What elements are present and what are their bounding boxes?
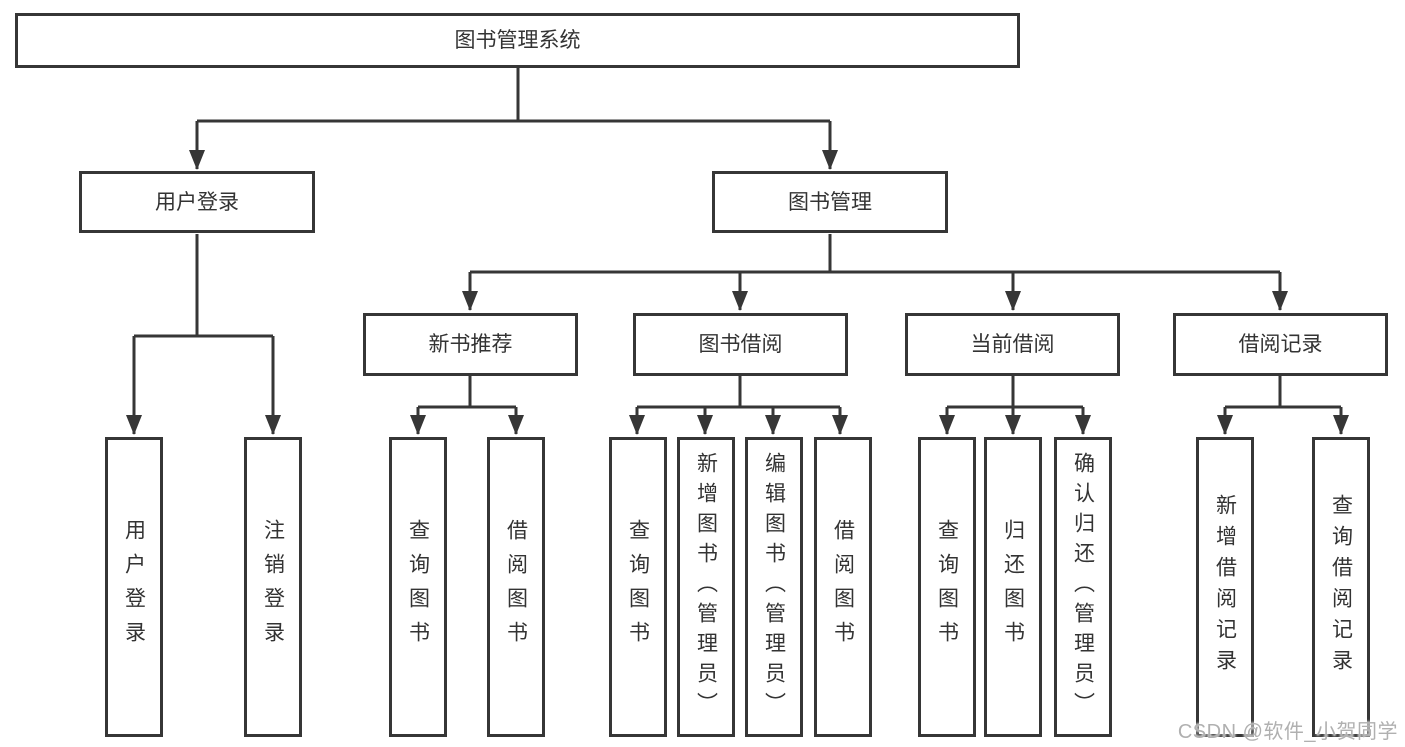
trunk-user-login xyxy=(134,234,273,338)
leaf-cb-confirm-return-admin: 确认归还（管理员） xyxy=(1054,437,1112,737)
node-user-login: 用户登录 xyxy=(79,171,315,233)
node-book-borrow: 图书借阅 xyxy=(633,313,848,376)
node-new-book-recommend: 新书推荐 xyxy=(363,313,578,376)
leaf-logout: 注销登录 xyxy=(244,437,302,737)
node-book-management: 图书管理 xyxy=(712,171,948,233)
trunk-current-borrow xyxy=(947,376,1083,409)
leaf-bb-edit-book-admin: 编辑图书（管理员） xyxy=(745,437,803,737)
leaf-bb-query-books: 查询图书 xyxy=(609,437,667,737)
node-borrow-records: 借阅记录 xyxy=(1173,313,1388,376)
leaf-nb-borrow-books: 借阅图书 xyxy=(487,437,545,737)
leaf-cb-query-books: 查询图书 xyxy=(918,437,976,737)
leaf-br-add-record: 新增借阅记录 xyxy=(1196,437,1254,737)
trunk-new-book xyxy=(418,376,516,409)
leaf-cb-return-book: 归还图书 xyxy=(984,437,1042,737)
leaf-bb-borrow-books: 借阅图书 xyxy=(814,437,872,737)
node-current-borrow: 当前借阅 xyxy=(905,313,1120,376)
trunk-root xyxy=(197,68,830,123)
leaf-br-query-record: 查询借阅记录 xyxy=(1312,437,1370,737)
leaf-user-login: 用户登录 xyxy=(105,437,163,737)
trunk-borrow-records xyxy=(1225,376,1341,409)
connector-trunks xyxy=(134,68,1341,409)
leaf-bb-add-book-admin: 新增图书（管理员） xyxy=(677,437,735,737)
trunk-book-management xyxy=(470,234,1280,274)
node-root: 图书管理系统 xyxy=(15,13,1020,68)
watermark: CSDN @软件_小贺同学 xyxy=(1177,721,1398,743)
leaf-nb-query-books: 查询图书 xyxy=(389,437,447,737)
trunk-book-borrow xyxy=(637,376,840,409)
connector-arrows xyxy=(126,121,1349,435)
